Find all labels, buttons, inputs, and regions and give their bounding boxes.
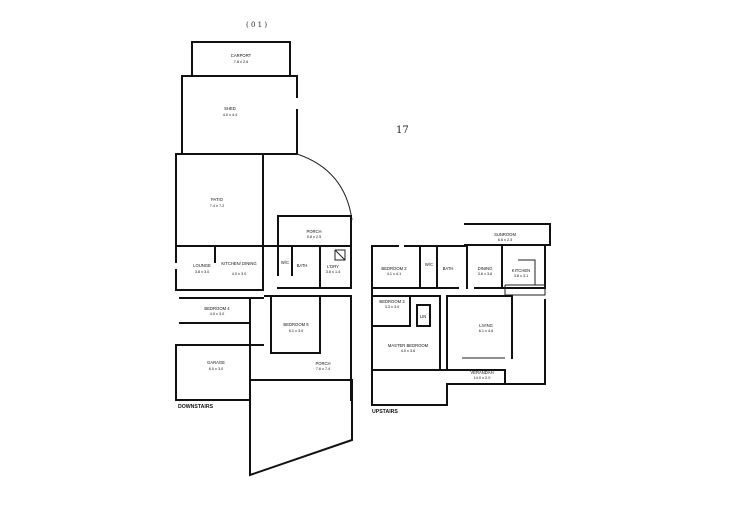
master-bedroom-dims: 4.0 x 3.6	[401, 349, 416, 353]
garage-label: GARAGE	[207, 360, 225, 365]
patio-dims: 7.4 x 7.2	[210, 204, 225, 208]
sunroom-label: SUNROOM	[494, 232, 516, 237]
linen-label: LIN	[420, 314, 427, 319]
upstairs-heading: UPSTAIRS	[372, 409, 398, 415]
porch-bottom-dims: 7.6 x 7.4	[316, 367, 331, 371]
lower-deck-outline	[249, 379, 353, 477]
kitchen-dims: 3.8 x 3.1	[514, 274, 529, 278]
downstairs-heading: DOWNSTAIRS	[178, 404, 214, 410]
bedroom2-dims: 4.1 x 4.1	[387, 272, 402, 276]
verandah-dims: 14.0 x 2.0	[474, 376, 491, 380]
kitchen-label: KITCHEN	[512, 268, 530, 273]
lounge-label: LOUNGE	[193, 263, 211, 268]
wc-label: W/C	[281, 260, 289, 265]
master-bedroom-label: MASTER BEDROOM	[388, 343, 429, 348]
laundry-tub-diag	[334, 249, 346, 261]
bedroom5-dims: 5.1 x 3.0	[289, 329, 304, 333]
bedroom2-label: BEDROOM 2	[381, 266, 407, 271]
porch-top-walls	[277, 215, 352, 289]
page-number-annotation: 17	[396, 125, 409, 136]
porch-top-dims: 5.8 x 2.5	[307, 235, 322, 239]
page-top-annotation: ( 0 1 )	[246, 21, 267, 29]
porch-top-label: PORCH	[306, 229, 321, 234]
shed-dims: 4.0 x 4.4	[223, 113, 238, 117]
carport-label: CARPORT	[231, 53, 252, 58]
carport-dims: 7.8 x 2.6	[234, 60, 249, 64]
linen-cupboard	[416, 304, 431, 327]
bedroom3-label: BEDROOM 3	[379, 299, 405, 304]
patio-curve	[296, 153, 353, 221]
upstairs-bottom-wall	[371, 383, 506, 406]
living-dims: 6.1 x 4.6	[479, 329, 494, 333]
kitchen-dining-label: KITCHEN/ DINING	[221, 261, 256, 266]
dining-dims: 3.6 x 3.6	[478, 272, 493, 276]
upstairs-plan	[371, 223, 551, 406]
wir-label: W/C	[425, 262, 433, 267]
carport-outline	[191, 41, 291, 77]
dining-label: DINING	[478, 266, 493, 271]
lounge-dims: 3.8 x 3.0	[195, 270, 210, 274]
upstairs-bath-label: BATH	[443, 266, 454, 271]
kitchen-dining-dims: 4.0 x 3.0	[232, 272, 247, 276]
bedroom3-dims: 3.3 x 3.0	[385, 305, 400, 309]
bedroom4-dims: 4.0 x 3.0	[210, 312, 225, 316]
sunroom-dims: 6.6 x 2.3	[498, 238, 513, 242]
patio-label: PATIO	[211, 197, 224, 202]
bedroom4-label: BEDROOM 4	[204, 306, 230, 311]
porch-bottom-label: PORCH	[315, 361, 330, 366]
kitchen-island	[504, 284, 546, 296]
bath-label: BATH	[297, 263, 308, 268]
laundry-dims: 3.6 x 1.4	[326, 270, 341, 274]
shed-label: SHED	[224, 106, 236, 111]
downstairs-plan	[175, 41, 353, 477]
laundry-label: L'DRY	[327, 264, 339, 269]
garage-dims: 6.0 x 3.0	[209, 367, 224, 371]
living-label: LIVING	[479, 323, 493, 328]
bedroom5-label: BEDROOM 5	[283, 322, 309, 327]
verandah-label: VERANDAH	[470, 370, 493, 375]
